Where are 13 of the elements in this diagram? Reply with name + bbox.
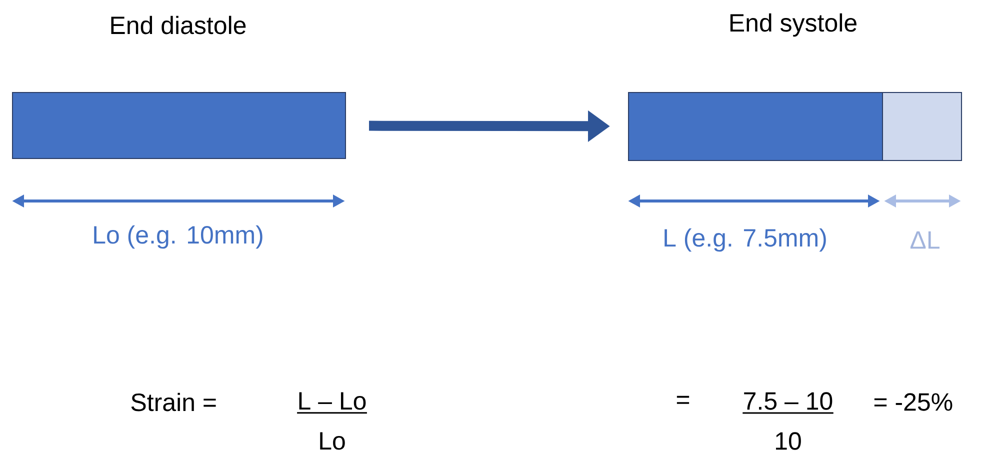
bar	[882, 92, 962, 161]
dimension-label: Lo (e.g. 10mm)	[94, 225, 262, 249]
heading: End diastole	[111, 16, 246, 34]
formula-text: Strain =	[131, 392, 216, 412]
numerator: L – Lo	[299, 392, 366, 410]
dimension-label: ΔL	[910, 231, 940, 249]
heading: End systole	[730, 13, 856, 37]
formula-text: = -25%	[874, 393, 952, 411]
numerator: 7.5 – 10	[744, 392, 832, 410]
formula-text: =	[676, 396, 690, 404]
dimension-label: L (e.g. 7.5mm)	[664, 228, 826, 252]
denominator: 10	[776, 432, 801, 450]
denominator: Lo	[320, 432, 345, 450]
